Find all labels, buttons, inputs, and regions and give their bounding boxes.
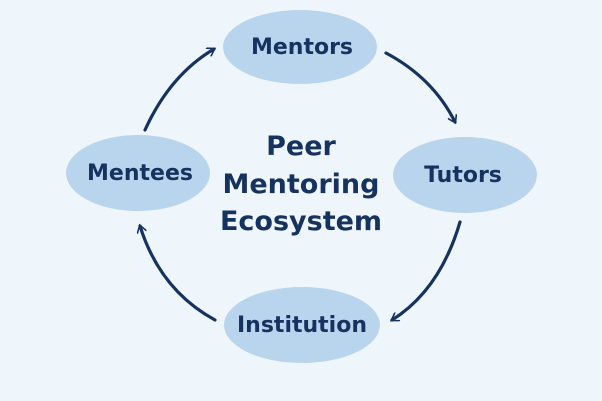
node-mentors: Mentors bbox=[223, 10, 377, 84]
node-mentees-label: Mentees bbox=[87, 161, 193, 186]
node-institution: Institution bbox=[224, 287, 380, 363]
node-institution-label: Institution bbox=[237, 313, 367, 338]
title-line-2: Mentoring bbox=[223, 169, 380, 200]
diagram-title: Peer Mentoring Ecosystem bbox=[220, 131, 382, 237]
node-tutors: Tutors bbox=[393, 137, 537, 213]
arrow-mentors-to-tutors bbox=[384, 51, 455, 122]
node-mentors-label: Mentors bbox=[251, 35, 353, 60]
node-mentees: Mentees bbox=[66, 135, 210, 211]
title-line-3: Ecosystem bbox=[220, 206, 382, 237]
arrow-institution-to-mentees bbox=[140, 226, 217, 322]
arrow-tutors-to-institution bbox=[392, 220, 462, 322]
title-line-1: Peer bbox=[266, 131, 336, 162]
node-tutors-label: Tutors bbox=[424, 163, 502, 188]
arrow-mentees-to-mentors bbox=[143, 49, 214, 132]
